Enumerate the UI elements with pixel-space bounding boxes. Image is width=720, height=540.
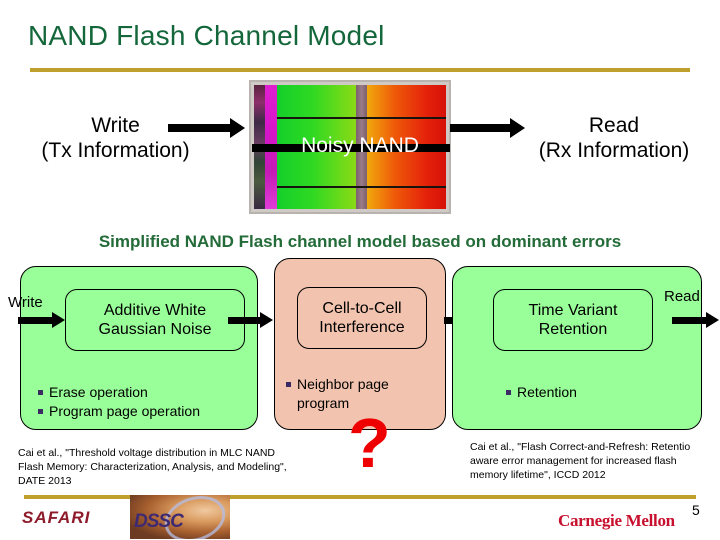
- flow-arrow-head-out: [706, 312, 719, 328]
- citation-left: Cai et al., "Threshold voltage distribut…: [18, 447, 318, 489]
- footer-divider: [24, 495, 696, 499]
- flow-arrow-head-1: [260, 312, 273, 328]
- citation-right-line2: aware error management for increased fla…: [470, 454, 677, 467]
- stage-panel-retention: Time Variant Retention Retention: [452, 266, 702, 430]
- title-divider: [30, 68, 690, 72]
- stage-title-retention: Time Variant Retention: [529, 301, 618, 339]
- write-label-line2: (Tx Information): [41, 138, 190, 162]
- flow-arrow-shaft-out: [672, 317, 712, 324]
- die-divider-line-1: [277, 117, 446, 119]
- stage-panel-cell-to-cell: Cell-to-Cell Interference Neighbor page …: [274, 258, 446, 430]
- channel-overview-diagram: Write (Tx Information) Noisy NAND Read (…: [0, 78, 720, 218]
- citation-right-line1: Cai et al., "Flash Correct-and-Refresh: …: [470, 441, 691, 453]
- channel-model-flow: Additive White Gaussian Noise Erase oper…: [0, 258, 720, 438]
- bullet-item: Program page operation: [37, 402, 252, 421]
- stage-title-awgn-line1: Additive White: [103, 301, 207, 319]
- page-number: 5: [692, 502, 700, 518]
- read-side-label: Read (Rx Information): [500, 114, 720, 164]
- stage-title-c2c-line2: Interference: [319, 319, 405, 336]
- read-arrow-head: [510, 118, 525, 138]
- write-arrow-shaft: [168, 124, 230, 132]
- stage-bullets-cell-to-cell: Neighbor page program: [285, 375, 441, 414]
- write-arrow-head: [230, 118, 245, 138]
- flow-arrow-shaft-in: [18, 317, 52, 324]
- write-label-line1: Write: [91, 114, 140, 137]
- stage-title-box-cell-to-cell: Cell-to-Cell Interference: [297, 287, 427, 349]
- stage-title-retention-line1: Time Variant: [528, 301, 618, 319]
- channel-through-arrow-shaft: [252, 144, 450, 152]
- citation-right-line3: memory lifetime", ICCD 2012: [470, 468, 606, 481]
- stage-bullets-retention: Retention: [505, 383, 685, 402]
- bullet-item: Retention: [505, 383, 685, 402]
- bullet-continuation: program: [297, 395, 350, 412]
- bullet-item: Neighbor page: [285, 375, 441, 394]
- read-label-line2: (Rx Information): [538, 138, 690, 162]
- dssc-logo-text: DSSC: [134, 511, 184, 532]
- page-title: NAND Flash Channel Model: [28, 20, 385, 51]
- bullet-item: Erase operation: [37, 383, 252, 402]
- diagram-subtitle: Simplified NAND Flash channel model base…: [98, 232, 622, 251]
- flow-arrow-shaft-1: [228, 317, 260, 324]
- flow-input-label: Write: [8, 294, 43, 311]
- read-arrow-shaft: [450, 124, 510, 132]
- question-mark-annotation: ?: [348, 404, 391, 482]
- read-label-line1: Read: [588, 114, 640, 137]
- flow-output-label: Read: [664, 288, 700, 305]
- stage-title-retention-line2: Retention: [538, 321, 608, 338]
- write-side-label: Write (Tx Information): [8, 114, 223, 164]
- stage-title-awgn: Additive White Gaussian Noise: [99, 301, 212, 339]
- citation-left-line2: Flash Memory: Characterization, Analysis…: [18, 460, 287, 473]
- citation-right: Cai et al., "Flash Correct-and-Refresh: …: [470, 441, 720, 483]
- citation-left-line3: DATE 2013: [18, 474, 72, 487]
- dssc-logo-background: [130, 495, 230, 539]
- stage-title-box-awgn: Additive White Gaussian Noise: [65, 289, 245, 351]
- stage-title-box-retention: Time Variant Retention: [493, 289, 653, 351]
- stage-title-c2c-line1: Cell-to-Cell: [322, 299, 402, 317]
- die-divider-line-3: [277, 186, 446, 188]
- stage-title-cell-to-cell: Cell-to-Cell Interference: [319, 299, 404, 337]
- stage-panel-awgn: Additive White Gaussian Noise Erase oper…: [20, 266, 258, 430]
- flow-arrow-head-in: [52, 312, 65, 328]
- stage-bullets-awgn: Erase operation Program page operation: [37, 383, 252, 422]
- dssc-logo: DSSC: [130, 495, 230, 539]
- carnegie-mellon-logo: Carnegie Mellon: [558, 511, 675, 530]
- citation-left-line1: Cai et al., "Threshold voltage distribut…: [18, 447, 276, 459]
- safari-logo: SAFARI: [22, 508, 91, 527]
- bullet-text: Neighbor page: [297, 376, 389, 392]
- stage-title-awgn-line2: Gaussian Noise: [98, 321, 212, 338]
- nand-die-label: Noisy NAND: [301, 134, 419, 157]
